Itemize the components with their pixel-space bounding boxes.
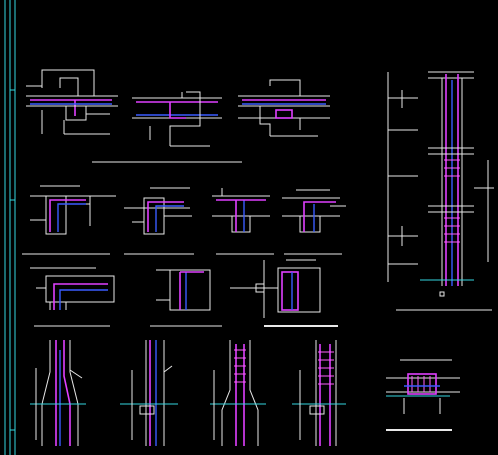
detail-top-joint-1[interactable] <box>30 185 116 235</box>
detail-slab-joint-2[interactable] <box>132 91 222 147</box>
detail-top-joint-4[interactable] <box>282 189 346 233</box>
detail-column-splice-1[interactable] <box>30 340 86 446</box>
detail-slab-joint-1[interactable] <box>26 69 118 135</box>
detail-slab-joint-3[interactable] <box>238 79 330 137</box>
detail-side-joint-3[interactable] <box>230 259 321 318</box>
detail-column-splice-2[interactable] <box>120 340 178 446</box>
detail-small-section[interactable] <box>386 359 460 414</box>
sheet-frame-left <box>4 0 16 455</box>
detail-column-splice-3[interactable] <box>210 340 266 446</box>
detail-side-joint-2[interactable] <box>156 269 211 311</box>
detail-side-joint-1[interactable] <box>30 267 115 310</box>
detail-top-joint-2[interactable] <box>124 187 192 235</box>
detail-column-splice-4[interactable] <box>292 340 346 446</box>
detail-column-elevation[interactable] <box>387 71 494 297</box>
detail-top-joint-3[interactable] <box>212 188 270 233</box>
